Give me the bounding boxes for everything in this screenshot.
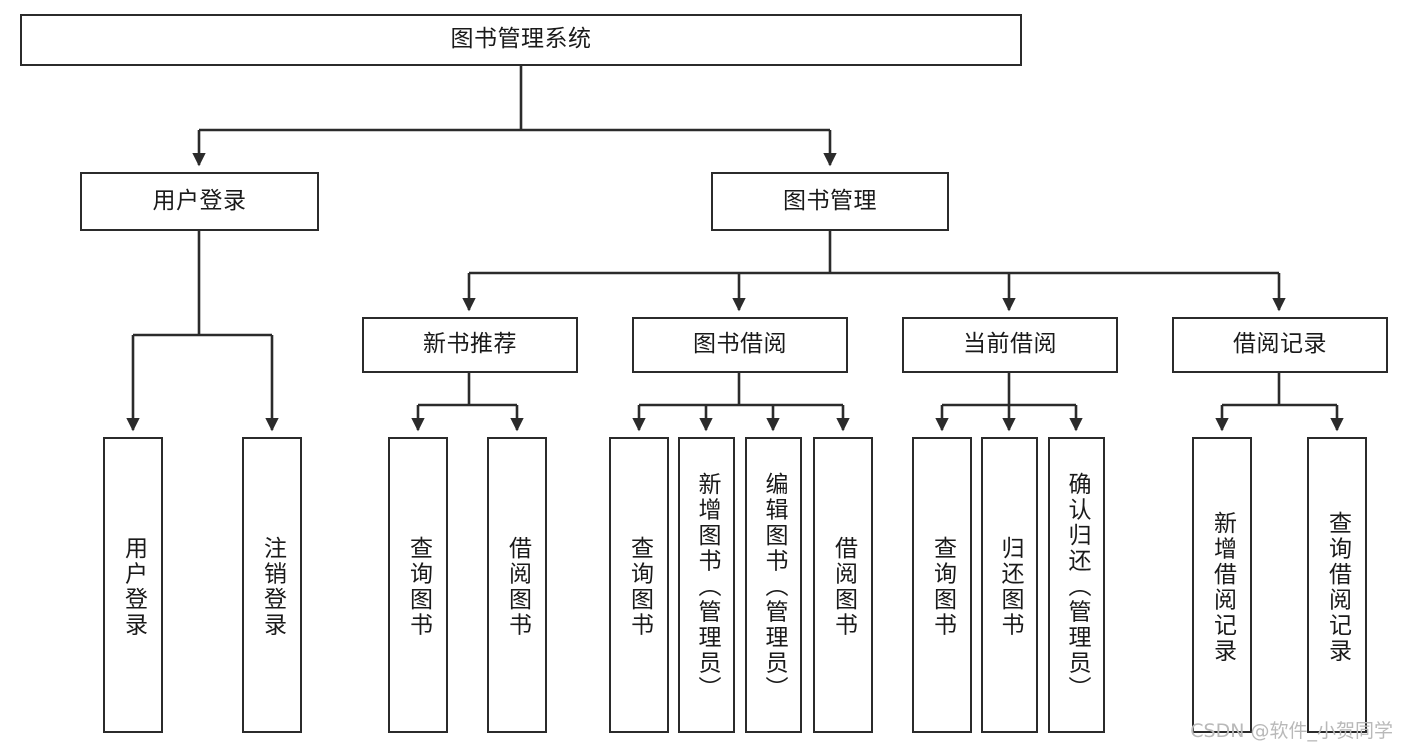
node-label: 编辑图书（管理员）: [761, 472, 787, 702]
node-label: 用户登录: [120, 536, 147, 638]
node-label: 借阅记录: [1233, 331, 1327, 358]
node-label: 查询图书: [929, 536, 956, 638]
leaf-book-borrow-add[interactable]: 新增图书（管理员）: [678, 437, 735, 733]
leaf-user-login-login[interactable]: 用户登录: [103, 437, 163, 733]
leaf-book-borrow-edit[interactable]: 编辑图书（管理员）: [745, 437, 802, 733]
leaf-current-borrow-query[interactable]: 查询图书: [912, 437, 972, 733]
node-label: 新增借阅记录: [1209, 510, 1236, 664]
node-label: 借阅图书: [504, 536, 531, 638]
node-label: 确认归还（管理员）: [1064, 472, 1090, 702]
node-book-management[interactable]: 图书管理: [711, 172, 949, 231]
node-label: 归还图书: [997, 536, 1023, 638]
node-current-borrow[interactable]: 当前借阅: [902, 317, 1118, 373]
node-borrow-record[interactable]: 借阅记录: [1172, 317, 1388, 373]
node-label: 注销登录: [259, 536, 286, 638]
node-label: 新书推荐: [423, 331, 517, 358]
node-label: 新增图书（管理员）: [694, 472, 720, 702]
node-label: 图书借阅: [693, 331, 787, 358]
node-root-system[interactable]: 图书管理系统: [20, 14, 1022, 66]
leaf-book-borrow-query[interactable]: 查询图书: [609, 437, 669, 733]
leaf-borrow-record-add[interactable]: 新增借阅记录: [1192, 437, 1252, 733]
leaf-new-book-borrow[interactable]: 借阅图书: [487, 437, 547, 733]
node-label: 查询借阅记录: [1324, 510, 1351, 664]
leaf-book-borrow-lend[interactable]: 借阅图书: [813, 437, 873, 733]
node-user-login[interactable]: 用户登录: [80, 172, 319, 231]
node-label: 图书管理系统: [450, 26, 592, 53]
node-label: 图书管理: [783, 187, 877, 214]
node-label: 查询图书: [626, 536, 653, 638]
leaf-user-login-logout[interactable]: 注销登录: [242, 437, 302, 733]
node-label: 当前借阅: [963, 331, 1057, 358]
node-new-book-recommend[interactable]: 新书推荐: [362, 317, 578, 373]
leaf-new-book-query[interactable]: 查询图书: [388, 437, 448, 733]
node-book-borrow[interactable]: 图书借阅: [632, 317, 848, 373]
node-label: 查询图书: [405, 536, 432, 638]
node-label: 用户登录: [152, 187, 247, 214]
leaf-current-borrow-return[interactable]: 归还图书: [981, 437, 1038, 733]
leaf-current-borrow-confirm[interactable]: 确认归还（管理员）: [1048, 437, 1105, 733]
node-label: 借阅图书: [830, 536, 857, 638]
leaf-borrow-record-query[interactable]: 查询借阅记录: [1307, 437, 1367, 733]
